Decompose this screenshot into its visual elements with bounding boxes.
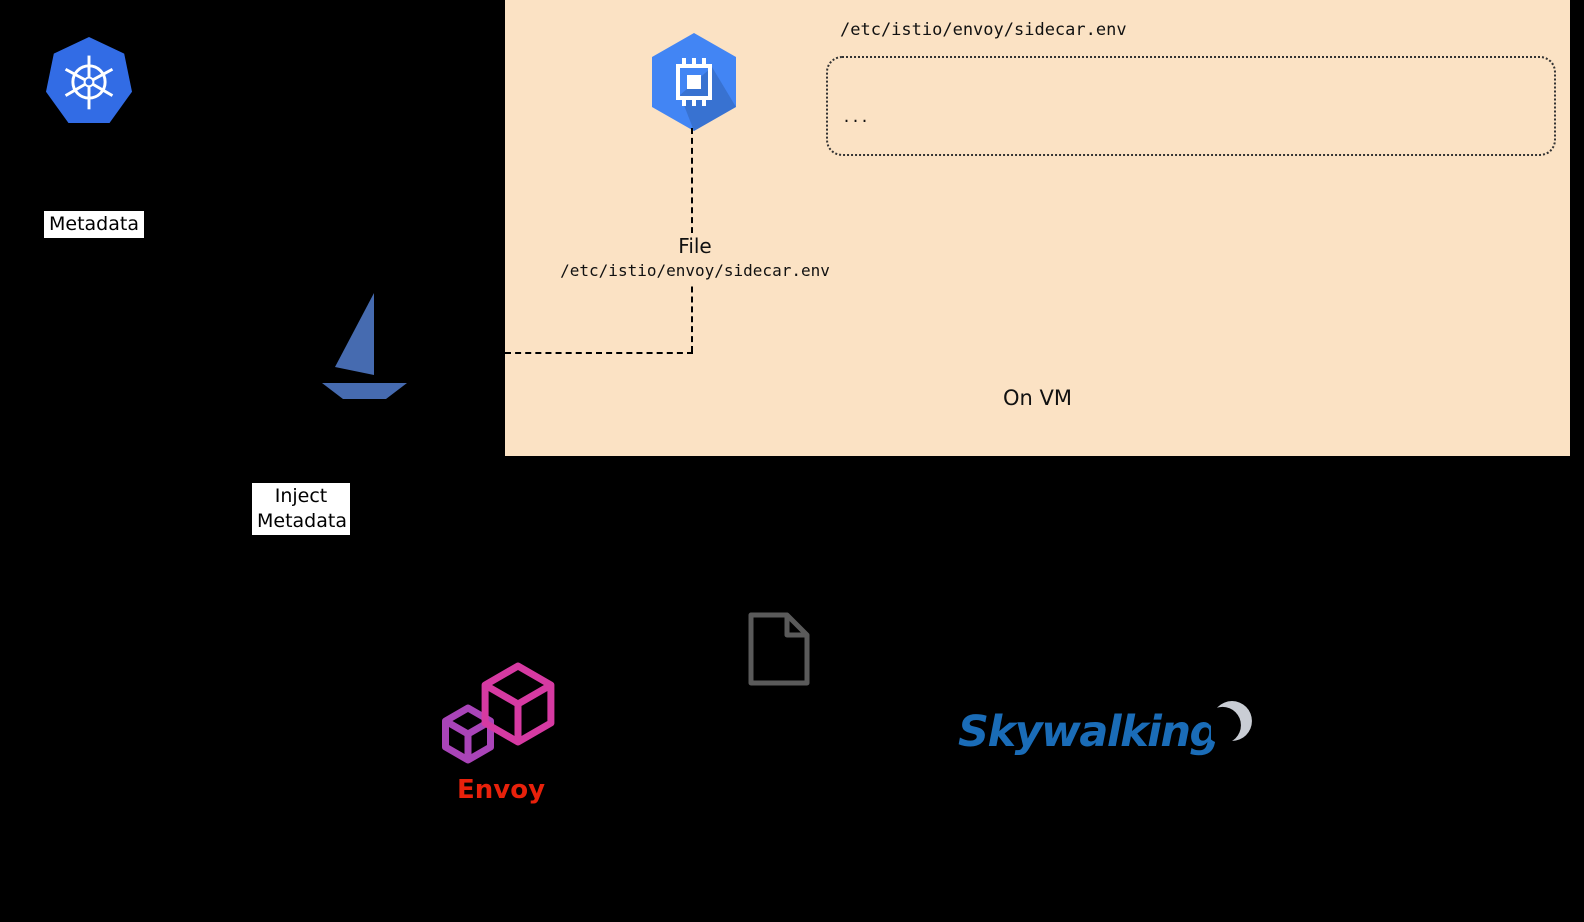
file-document-icon (748, 612, 810, 686)
metadata-label: Metadata (44, 211, 144, 239)
inject-metadata-label: Inject Metadata (252, 483, 350, 536)
sidecar-env-code-box: ... ISTIO_METAJSON_LABELS='{"app":"payme… (826, 56, 1556, 156)
inject-metadata-line2: Metadata (257, 510, 347, 533)
skywalking-brand-first: Sky (958, 707, 1043, 757)
envoy-cubes-icon (436, 652, 566, 767)
dashed-connector-horizontal (505, 352, 693, 354)
inject-metadata-line1: Inject (274, 485, 328, 507)
gce-chip-hexagon-icon (650, 33, 738, 131)
envoy-label: Envoy (456, 775, 546, 805)
kubernetes-wheel-icon (46, 36, 132, 124)
skywalking-brand-rest: walking (1041, 707, 1220, 757)
file-caption: File /etc/istio/envoy/sidecar.env (545, 233, 845, 283)
sidecar-env-title: /etc/istio/envoy/sidecar.env (840, 20, 1127, 40)
metadata-label-text: Metadata (49, 213, 139, 235)
skywalking-crescent-icon (1210, 701, 1252, 742)
file-caption-word: File (678, 234, 712, 258)
on-vm-label: On VM (1003, 386, 1072, 410)
vm-panel: /etc/istio/envoy/sidecar.env ... ISTIO_M… (505, 0, 1570, 456)
file-caption-path: /etc/istio/envoy/sidecar.env (560, 261, 830, 280)
code-ellipsis-top: ... (842, 108, 870, 126)
istio-sailboat-icon (322, 293, 407, 415)
